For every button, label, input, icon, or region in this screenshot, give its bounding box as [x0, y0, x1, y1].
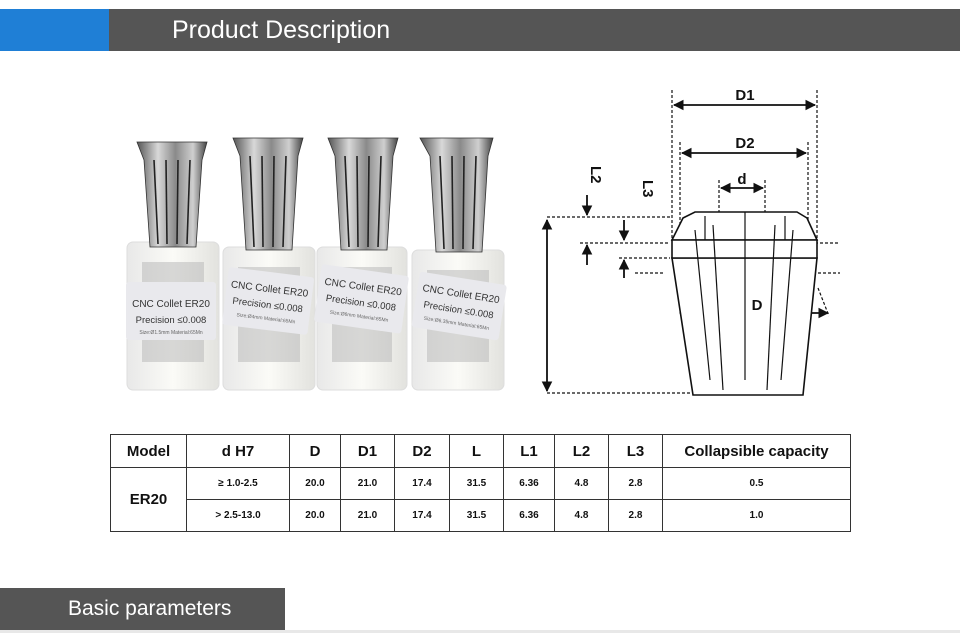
cell-D: 20.0 — [289, 499, 341, 532]
collet-2: CNC Collet ER20 Precision ≤0.008 Size:Ø4… — [222, 137, 316, 391]
header-D2: D2 — [394, 434, 450, 468]
spec-table: Model d H7 D D1 D2 L L1 L2 L3 Collapsibl… — [110, 434, 851, 532]
collet-label-precision: Precision ≤0.008 — [136, 315, 207, 326]
cell-capacity: 1.0 — [662, 499, 851, 532]
label-l2: L2 — [587, 166, 604, 184]
header-model: Model — [110, 434, 187, 468]
footer-title: Basic parameters — [68, 597, 232, 620]
table-header-row: Model d H7 D D1 D2 L L1 L2 L3 Collapsibl… — [110, 434, 851, 468]
cell-D2: 17.4 — [394, 499, 450, 532]
cell-L3: 2.8 — [608, 467, 663, 500]
cell-capacity: 0.5 — [662, 467, 851, 500]
header-accent-block — [0, 9, 109, 51]
label-d-big: D — [752, 297, 763, 314]
table-row: ER20 ≥ 1.0-2.5 20.0 21.0 17.4 31.5 6.36 … — [110, 467, 851, 532]
cell-L3: 2.8 — [608, 499, 663, 532]
cell-range: ≥ 1.0-2.5 — [186, 467, 290, 500]
cell-model: ER20 — [110, 467, 187, 532]
dimension-diagram: D1 D2 d D L2 L3 — [541, 87, 840, 396]
collet-3: CNC Collet ER20 Precision ≤0.008 Size:Ø6… — [314, 137, 409, 391]
cell-range: > 2.5-13.0 — [186, 499, 290, 532]
cell-D: 20.0 — [289, 467, 341, 500]
header-L1: L1 — [503, 434, 555, 468]
collet-4: CNC Collet ER20 Precision ≤0.008 Size:Ø6… — [411, 137, 507, 391]
footer-header: Basic parameters — [0, 588, 285, 630]
cell-D2: 17.4 — [394, 467, 450, 500]
cell-L1: 6.36 — [503, 499, 555, 532]
header-D1: D1 — [340, 434, 395, 468]
cell-D1: 21.0 — [340, 499, 395, 532]
label-d2: D2 — [735, 135, 754, 152]
section-title: Product Description — [172, 16, 391, 44]
header-L3: L3 — [608, 434, 663, 468]
collet-label-size: Size:Ø1.5mm Material:65Mn — [139, 330, 203, 336]
cell-L: 31.5 — [449, 499, 504, 532]
header-D: D — [289, 434, 341, 468]
section-header: Product Description — [0, 9, 960, 51]
collet-label-title: CNC Collet ER20 — [132, 299, 210, 310]
cell-L: 31.5 — [449, 467, 504, 500]
label-d-small: d — [737, 171, 746, 188]
table-row: > 2.5-13.0 20.0 21.0 17.4 31.5 6.36 4.8 … — [111, 499, 851, 532]
label-d1: D1 — [735, 87, 754, 104]
product-photo: CNC Collet ER20 Precision ≤0.008 Size:Ø1… — [126, 137, 507, 391]
cell-L1: 6.36 — [503, 467, 555, 500]
header-L2: L2 — [554, 434, 609, 468]
label-l3: L3 — [639, 180, 656, 198]
footer-divider — [0, 630, 960, 633]
cell-L2: 4.8 — [554, 467, 609, 500]
header-capacity: Collapsible capacity — [662, 434, 851, 468]
cell-D1: 21.0 — [340, 467, 395, 500]
header-d-h7: d H7 — [186, 434, 290, 468]
cell-L2: 4.8 — [554, 499, 609, 532]
collet-1: CNC Collet ER20 Precision ≤0.008 Size:Ø1… — [126, 141, 220, 391]
header-L: L — [449, 434, 504, 468]
